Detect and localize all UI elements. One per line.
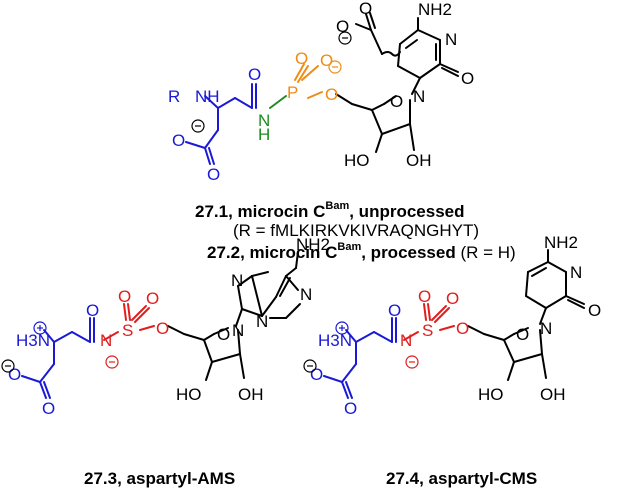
phosphoryl-o-label: O	[295, 49, 308, 68]
structure-4-labels: NH2 N O N O HO OH O S O O N O H3N O O	[310, 233, 601, 418]
oh-label: OH	[406, 151, 432, 170]
structure-aspartyl-ams	[21, 251, 301, 399]
ring-n-label-4: N	[570, 263, 582, 282]
ester-o-label: O	[325, 85, 338, 104]
charge-markers-3	[1, 321, 119, 373]
nh-h-label: H	[258, 125, 270, 144]
caption-27-1: 27.1, microcin CBam, unprocessed	[195, 200, 465, 221]
amide-o-label-3: O	[86, 301, 99, 320]
asp-o-minus-label: O	[172, 131, 185, 150]
sulfur-label-4: S	[422, 321, 433, 340]
ring-n9-label-3: N	[232, 321, 244, 340]
charge-markers-4	[303, 321, 419, 373]
structure-3-labels: NH2 N N N N O HO OH O S O O N O H3N O O	[8, 235, 330, 418]
ribose-o-label-4: O	[516, 325, 529, 344]
ring-n1-label: N	[413, 87, 425, 106]
structure-top-labels: NH2 N O N O O O HO OH O P O O N H O R NH…	[168, 0, 474, 184]
ribose-o-label-3: O	[217, 325, 230, 344]
caption-27-2: 27.2, microcin CBam, processed (R = H)	[207, 241, 516, 262]
amide-o-label-4: O	[388, 301, 401, 320]
sulfonyl-o2-label-4: O	[446, 289, 459, 308]
nh-n-label: N	[258, 111, 270, 130]
caption-27-3: 27.3, aspartyl-AMS	[84, 469, 235, 488]
oh-label-3: OH	[238, 385, 264, 404]
sulfur-label-3: S	[122, 321, 133, 340]
sulfonyl-o1-label-3: O	[118, 287, 131, 306]
sulfamoyl-n-label-4: N	[400, 331, 412, 350]
oh-label-4: OH	[540, 385, 566, 404]
sulfonyl-o2-label-3: O	[146, 289, 159, 308]
carbonyl-o-label: O	[461, 69, 474, 88]
ho-label-4: HO	[478, 385, 504, 404]
charge-markers-top	[191, 31, 352, 133]
asp-carbonyl-o-label: O	[207, 165, 220, 184]
nh-label: NH	[195, 87, 220, 106]
ribose-o-label: O	[390, 92, 403, 111]
ester-o-label-3: O	[156, 319, 169, 338]
carbonyl-o-label-4: O	[588, 301, 601, 320]
amide-o-label: O	[248, 65, 261, 84]
carboxylate-o-label: O	[336, 17, 349, 36]
sulfonyl-o1-label-4: O	[418, 287, 431, 306]
r-label: R	[168, 87, 180, 106]
h3n-label-3: H3N	[16, 331, 50, 350]
ring-n2-label-3: N	[256, 312, 268, 331]
ester-o-label-4: O	[456, 319, 469, 338]
asp-o-minus-label-4: O	[310, 365, 323, 384]
asp-carbonyl-o-label-3: O	[42, 399, 55, 418]
asp-o-minus-label-3: O	[8, 365, 21, 384]
carboxyl-o-label: O	[359, 0, 372, 18]
caption-27-1-r: (R = fMLKIRKVKIVRAQNGHYT)	[233, 221, 479, 240]
ring-n3-label-3: N	[231, 271, 243, 290]
structure-aspartyl-cms	[323, 249, 585, 399]
caption-27-4: 27.4, aspartyl-CMS	[386, 469, 537, 488]
ring-n-label-3: N	[300, 285, 312, 304]
phosphate-o-minus-label: O	[320, 51, 333, 70]
phosphorus-label: P	[287, 83, 298, 102]
sulfamoyl-n-label-3: N	[100, 331, 112, 350]
ring-n1-label-4: N	[540, 319, 552, 338]
amine-label-3: NH2	[296, 235, 330, 254]
asp-carbonyl-o-label-4: O	[344, 399, 357, 418]
ho-label-3: HO	[176, 385, 202, 404]
amine-label-4: NH2	[544, 233, 578, 252]
ring-n-label: N	[445, 30, 457, 49]
ho-label: HO	[344, 151, 370, 170]
h3n-label-4: H3N	[318, 331, 352, 350]
structure-microcin-c	[185, 12, 459, 165]
amine-label: NH2	[418, 0, 452, 19]
